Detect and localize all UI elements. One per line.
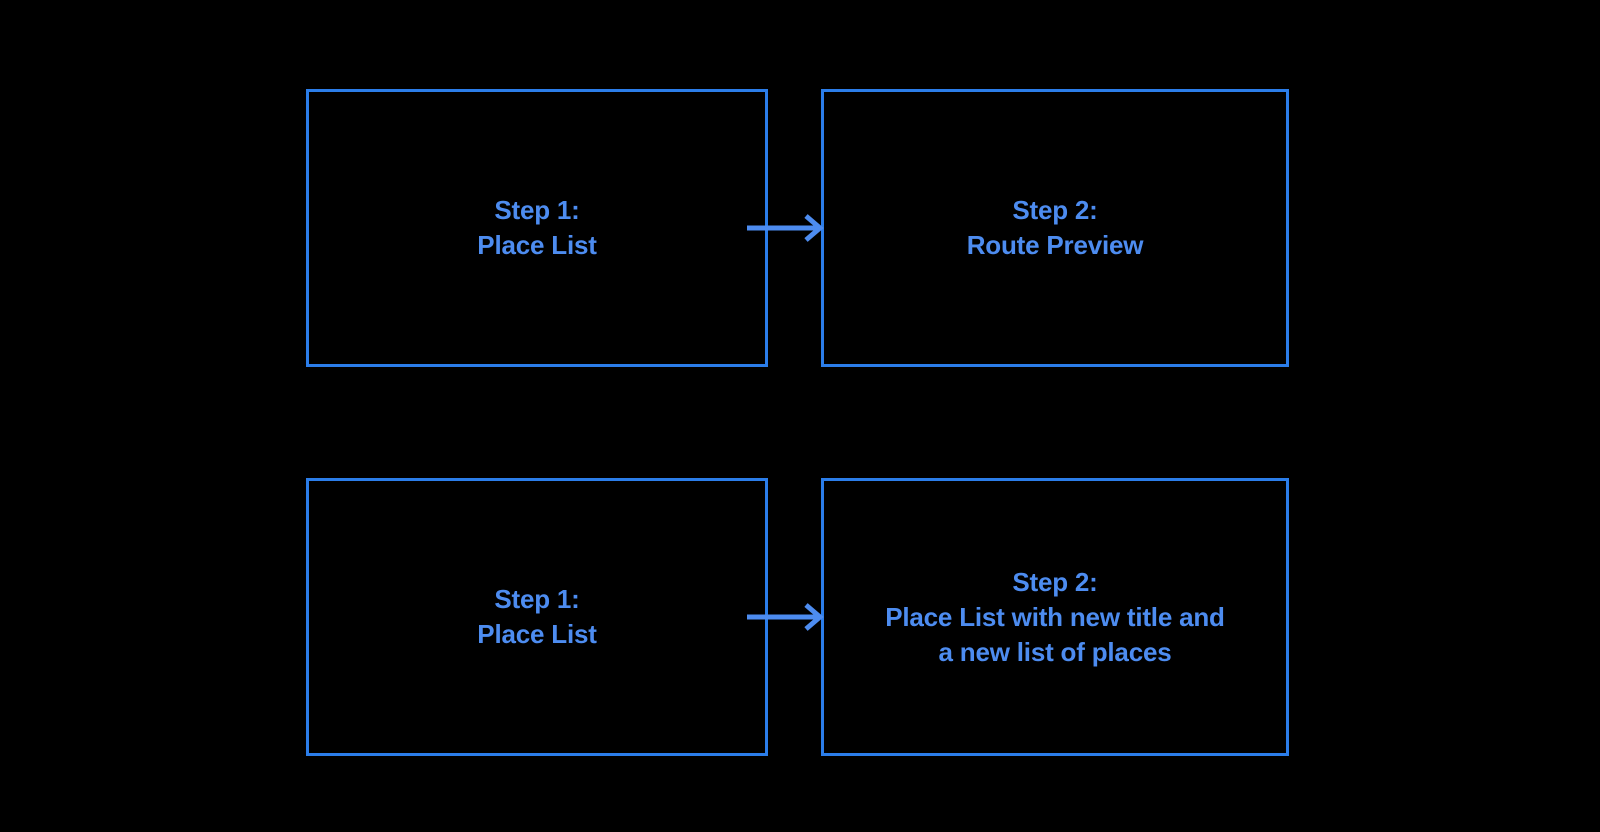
- step-box-label: Step 2: Place List with new title and a …: [885, 566, 1225, 667]
- step-box-label: Step 1: Place List: [477, 195, 597, 260]
- connector-arrow-row-2: [734, 603, 824, 631]
- flow-row-route-preview: Step 1: Place List Step 2: Route Preview: [0, 89, 1600, 367]
- step-box-1-place-list[interactable]: Step 1: Place List: [306, 89, 768, 367]
- step-box-2-new-place-list[interactable]: Step 2: Place List with new title and a …: [821, 478, 1289, 756]
- step-box-label: Step 1: Place List: [477, 584, 597, 649]
- flow-row-new-place-list: Step 1: Place List Step 2: Place List wi…: [0, 478, 1600, 756]
- step-box-1-place-list[interactable]: Step 1: Place List: [306, 478, 768, 756]
- step-box-label: Step 2: Route Preview: [966, 195, 1144, 260]
- arrow-right-icon: [747, 214, 824, 242]
- connector-arrow-row-1: [734, 214, 824, 242]
- arrow-right-icon: [747, 603, 824, 631]
- step-box-2-route-preview[interactable]: Step 2: Route Preview: [821, 89, 1289, 367]
